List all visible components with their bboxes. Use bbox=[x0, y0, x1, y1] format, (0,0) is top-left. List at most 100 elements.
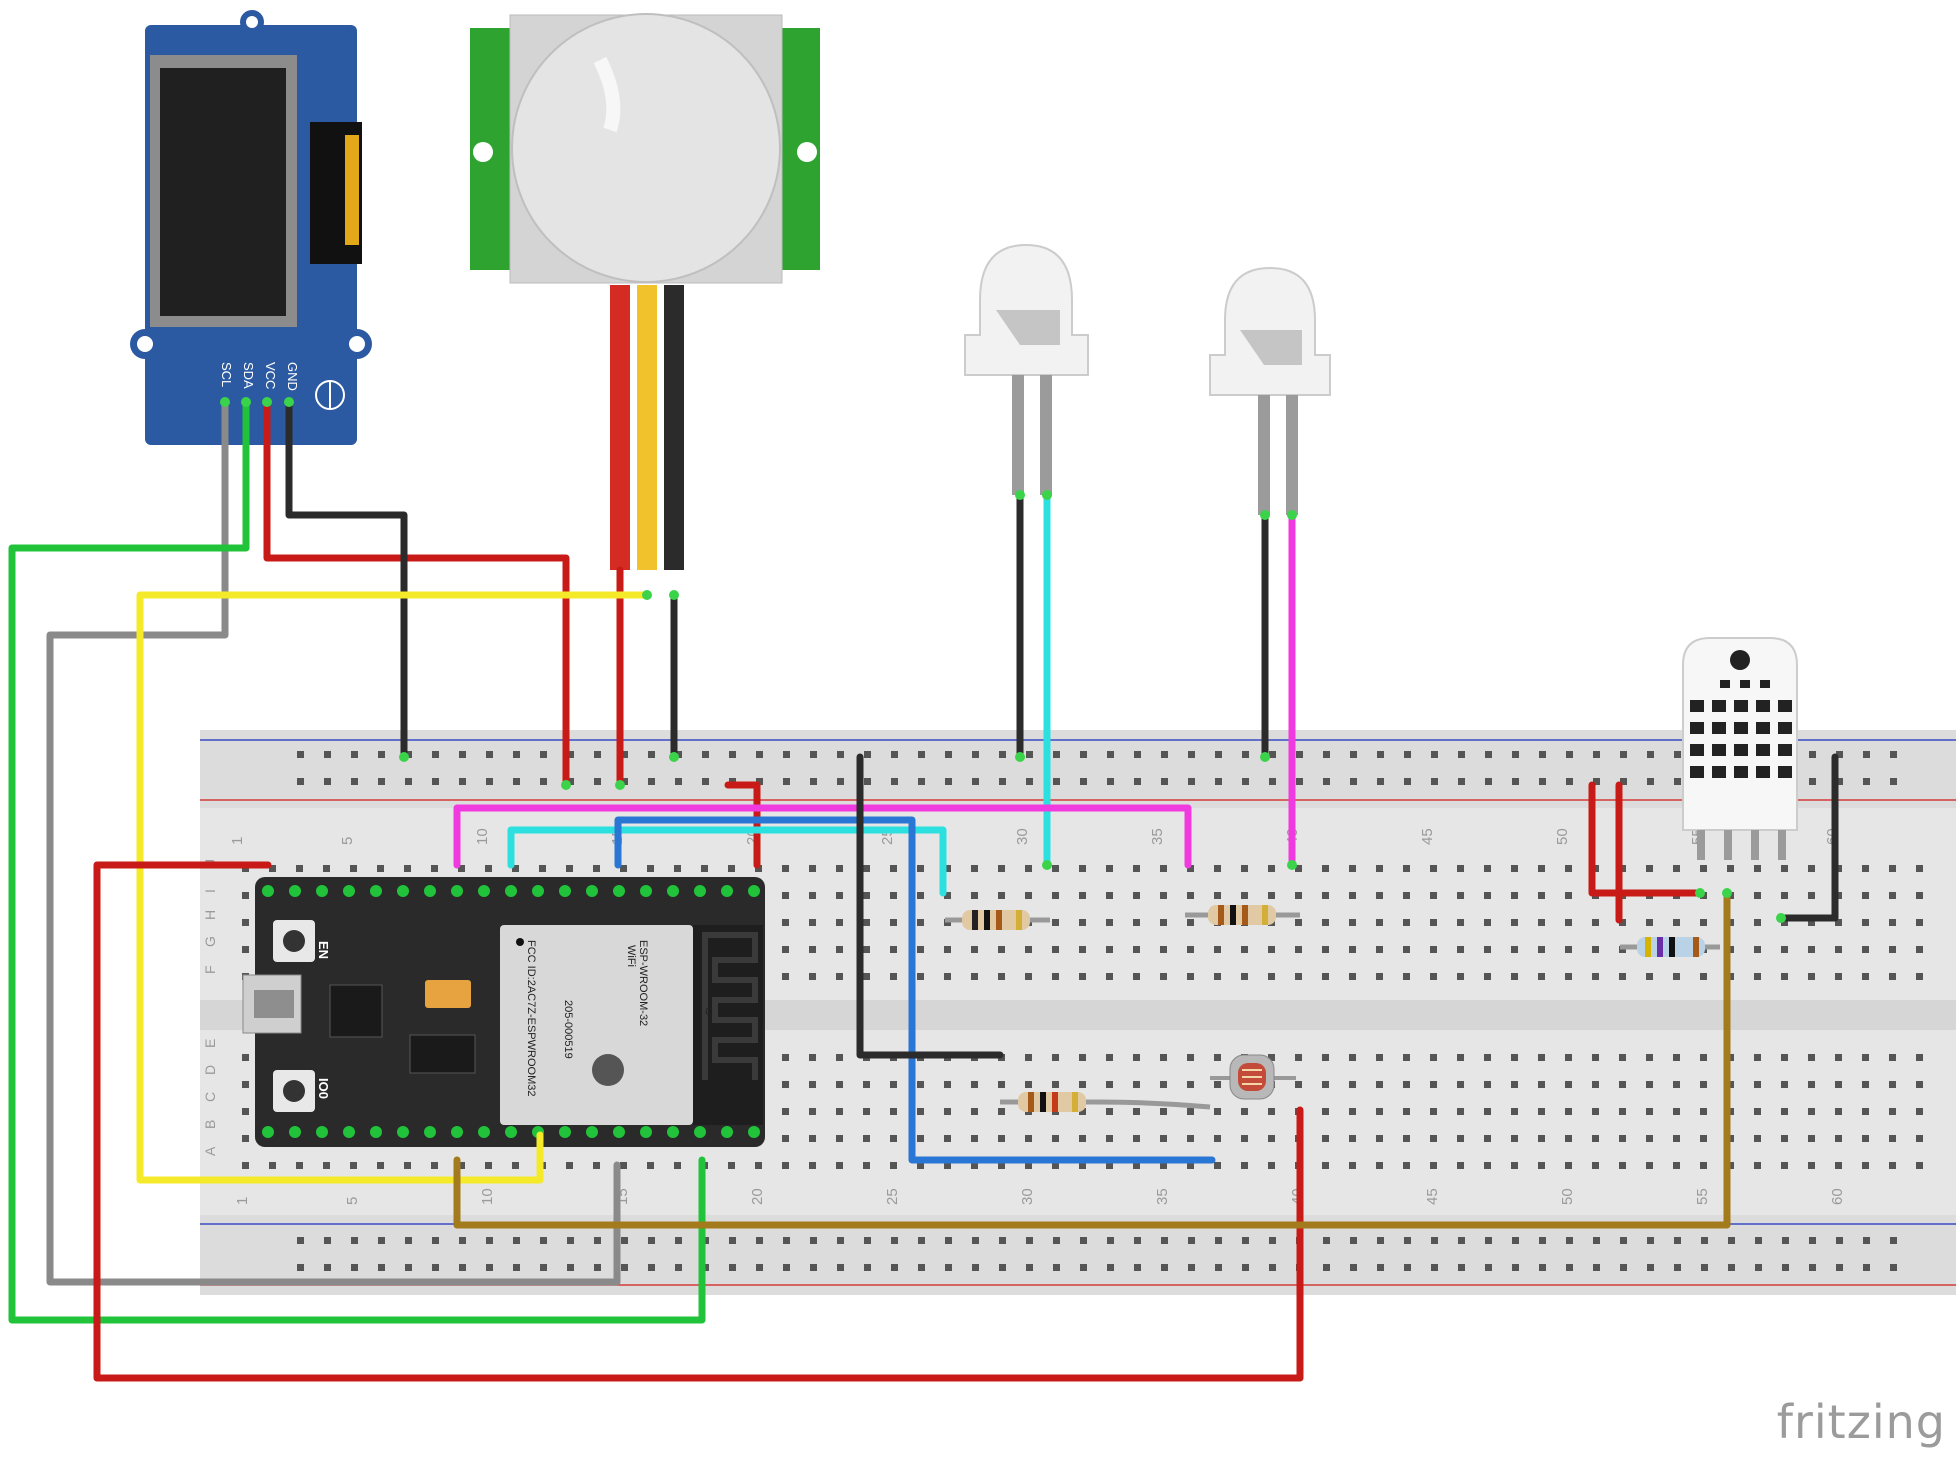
led-1-anode-plate bbox=[996, 310, 1060, 345]
oled-hole-right bbox=[349, 336, 365, 352]
dht-hole bbox=[1730, 650, 1750, 670]
en-label: EN bbox=[316, 941, 331, 959]
dht-sensor bbox=[1682, 637, 1798, 860]
oled-display: SCL SDA VCC GND bbox=[130, 10, 372, 445]
fritzing-logo: fritzing bbox=[1776, 1395, 1946, 1449]
oled-pin-label-vcc: VCC bbox=[263, 362, 278, 389]
wire-3v3-red bbox=[93, 861, 1304, 1382]
module-name: ESP-WROOM-32 bbox=[637, 940, 649, 1026]
wire-oled-gnd-black bbox=[285, 398, 408, 761]
led-1-lead-anode bbox=[1040, 375, 1052, 495]
led-1 bbox=[964, 243, 1089, 495]
dht-pin-3 bbox=[1751, 830, 1759, 860]
resistor-1 bbox=[945, 910, 1050, 930]
col-label: 20 bbox=[749, 1188, 766, 1205]
usb-uart-chip bbox=[329, 984, 383, 1038]
wire-dht-gnd-black bbox=[1777, 753, 1839, 922]
col-label: 45 bbox=[1419, 828, 1436, 845]
col-label: 25 bbox=[884, 1188, 901, 1205]
capacitor bbox=[425, 980, 471, 1008]
wire-cyan-esp bbox=[507, 826, 947, 897]
resistor-2 bbox=[1185, 905, 1300, 925]
row-label: C bbox=[202, 1092, 218, 1102]
wifi-logo: WiFi bbox=[625, 945, 637, 967]
resistor-4 bbox=[1000, 1092, 1211, 1112]
regulator-chip bbox=[409, 1034, 476, 1074]
pir-lead-vcc bbox=[610, 285, 630, 570]
antenna-mark: C bbox=[705, 1006, 713, 1018]
col-label: 45 bbox=[1424, 1188, 1441, 1205]
dht-pin-4 bbox=[1778, 830, 1786, 860]
oled-pin-label-sda: SDA bbox=[241, 362, 256, 389]
led-2-lead-anode bbox=[1286, 395, 1298, 515]
row-label: E bbox=[202, 1039, 218, 1048]
top-rail-holes bbox=[285, 748, 1905, 793]
module-fcc: FCC ID:2AC7Z-ESPWROOM32 bbox=[525, 940, 537, 1096]
col-label: 60 bbox=[1829, 1188, 1846, 1205]
pir-lead-out bbox=[637, 285, 657, 570]
led-2-lead-cathode bbox=[1258, 395, 1270, 515]
wire-sda-green bbox=[8, 398, 706, 1324]
row-label: A bbox=[202, 1146, 218, 1156]
antenna-trace bbox=[702, 932, 758, 1080]
col-label: 5 bbox=[344, 1197, 361, 1205]
pin1-marker bbox=[516, 938, 524, 946]
wire-pir-signal-yellow bbox=[136, 591, 651, 1184]
grove-logo-icon bbox=[315, 380, 345, 410]
io0-label: IO0 bbox=[316, 1078, 331, 1099]
col-label: 55 bbox=[1694, 1188, 1711, 1205]
espressif-logo-icon bbox=[592, 1054, 624, 1086]
wire-rail-jumper-red bbox=[724, 781, 761, 869]
col-label: 50 bbox=[1554, 828, 1571, 845]
wire-dht-data-brown bbox=[453, 889, 1731, 1229]
led-2 bbox=[1209, 266, 1331, 515]
oled-pin-label-gnd: GND bbox=[285, 362, 300, 391]
module-cert: 205-000519 bbox=[562, 1000, 574, 1059]
pir-lead-gnd bbox=[664, 285, 684, 570]
wires bbox=[8, 398, 1839, 1382]
col-label: 10 bbox=[479, 1188, 496, 1205]
pir-hole-left bbox=[473, 142, 493, 162]
esp32-top-pins bbox=[262, 885, 760, 897]
bottom-rail-holes bbox=[285, 1235, 1905, 1280]
row-label: I bbox=[202, 889, 218, 893]
col-label: 30 bbox=[1019, 1188, 1036, 1205]
row-label: H bbox=[202, 910, 218, 920]
row-label: B bbox=[202, 1120, 218, 1129]
col-label: 1 bbox=[229, 837, 246, 845]
col-label: 5 bbox=[339, 837, 356, 845]
col-label: 1 bbox=[234, 1197, 251, 1205]
dht-pin-1 bbox=[1697, 830, 1705, 860]
wire-dht-vcc-red bbox=[1588, 781, 1704, 897]
led-1-lead-cathode bbox=[1012, 375, 1024, 495]
photoresistor bbox=[1210, 1054, 1296, 1100]
esp32-board: EN IO0 C ESP-WROOM-32 FCC ID:2AC7Z-ESPWR… bbox=[242, 877, 765, 1147]
col-label: 50 bbox=[1559, 1188, 1576, 1205]
dht-pin-2 bbox=[1724, 830, 1732, 860]
io0-button-cap bbox=[283, 1080, 305, 1102]
resistor-3 bbox=[1620, 937, 1720, 957]
row-label: G bbox=[202, 936, 218, 947]
pir-highlight bbox=[593, 56, 621, 133]
pir-dome bbox=[511, 13, 781, 283]
row-label: F bbox=[202, 965, 218, 974]
oled-connector bbox=[345, 135, 359, 245]
wire-oled-vcc-red bbox=[263, 398, 570, 789]
led-2-anode-plate bbox=[1240, 330, 1302, 365]
usb-opening bbox=[254, 990, 294, 1018]
col-label: 35 bbox=[1154, 1188, 1171, 1205]
pir-sensor bbox=[470, 13, 820, 570]
oled-hole-left bbox=[137, 336, 153, 352]
esp32-bottom-pins bbox=[262, 1126, 760, 1138]
col-label: 10 bbox=[474, 828, 491, 845]
oled-hole-top bbox=[246, 16, 258, 28]
wire-gnd-column-black bbox=[856, 753, 1004, 1059]
wire-magenta-esp bbox=[453, 804, 1192, 869]
wire-blue-ldr bbox=[614, 816, 1216, 1164]
dht-grille bbox=[1690, 680, 1792, 778]
wroom-module bbox=[500, 925, 693, 1125]
en-button-cap bbox=[283, 930, 305, 952]
oled-pin-label-scl: SCL bbox=[219, 362, 234, 387]
